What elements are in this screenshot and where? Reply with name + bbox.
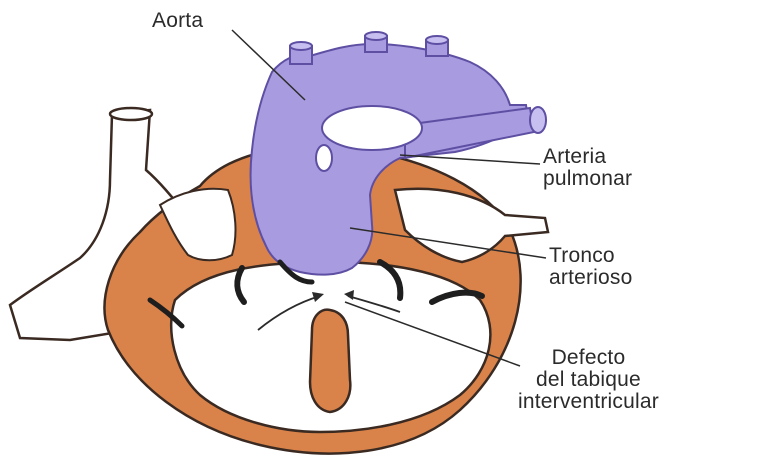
ductus-hole bbox=[316, 145, 332, 171]
vena-cava-opening bbox=[110, 108, 152, 120]
aortic-branch-2-top bbox=[365, 32, 387, 40]
pulmonary-artery-opening bbox=[530, 107, 546, 133]
label-arteria-pulmonar-line1: Arteria bbox=[543, 146, 632, 168]
aortic-branch-3-top bbox=[426, 36, 448, 44]
leader-pulmonar bbox=[400, 155, 540, 164]
label-aorta: Aorta bbox=[152, 10, 203, 32]
label-tronco-arterioso-line1: Tronco bbox=[549, 245, 633, 267]
label-defecto-line3: interventricular bbox=[518, 391, 659, 413]
label-defecto-line1: Defecto bbox=[518, 347, 659, 369]
aortic-branch-1-top bbox=[290, 42, 312, 50]
aortic-arch-gap bbox=[322, 106, 422, 150]
label-arteria-pulmonar: Arteria pulmonar bbox=[543, 146, 632, 190]
label-tronco-arterioso-line2: arterioso bbox=[549, 267, 633, 289]
label-defecto-line2: del tabique bbox=[518, 369, 659, 391]
label-defecto-tabique: Defecto del tabique interventricular bbox=[518, 347, 659, 413]
label-tronco-arterioso: Tronco arterioso bbox=[549, 245, 633, 289]
interventricular-septum bbox=[310, 310, 350, 412]
label-arteria-pulmonar-line2: pulmonar bbox=[543, 168, 632, 190]
label-aorta-text: Aorta bbox=[152, 10, 203, 32]
